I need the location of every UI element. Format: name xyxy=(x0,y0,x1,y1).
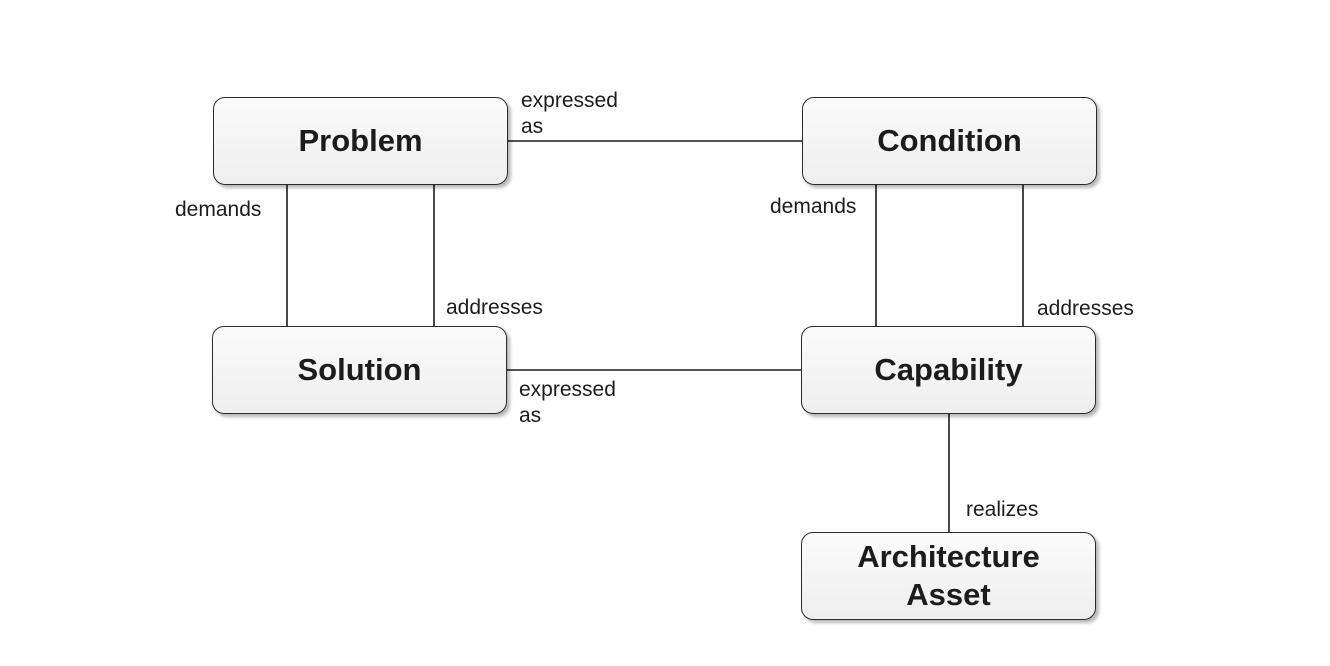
node-solution-label: Solution xyxy=(297,352,422,387)
node-architecture-asset-label: Architecture Asset xyxy=(857,539,1040,612)
node-problem[interactable]: Problem xyxy=(213,97,508,185)
node-condition[interactable]: Condition xyxy=(802,97,1097,185)
node-condition-label: Condition xyxy=(877,123,1022,158)
node-solution[interactable]: Solution xyxy=(212,326,507,414)
node-problem-label: Problem xyxy=(298,123,423,158)
node-capability[interactable]: Capability xyxy=(801,326,1096,414)
node-capability-label: Capability xyxy=(874,352,1023,387)
edge-label-demands-right: demands xyxy=(770,195,857,218)
node-architecture-asset[interactable]: Architecture Asset xyxy=(801,532,1096,620)
edge-label-expressed-as-bottom: expressed as xyxy=(519,378,616,427)
edge-label-realizes: realizes xyxy=(966,498,1039,521)
edge-label-addresses-left: addresses xyxy=(446,296,543,319)
edge-label-addresses-right: addresses xyxy=(1037,297,1134,320)
edge-label-expressed-as-top: expressed as xyxy=(521,89,618,138)
edge-label-demands-left: demands xyxy=(175,198,262,221)
